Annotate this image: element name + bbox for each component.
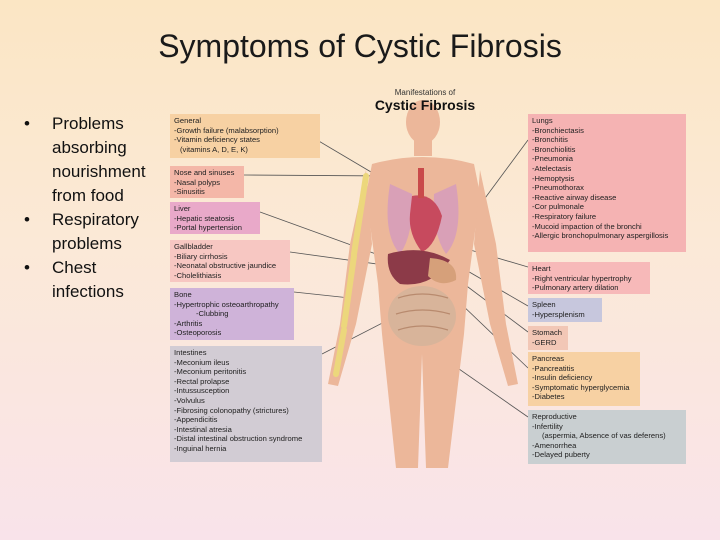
box-item: -Insulin deficiency — [532, 373, 593, 383]
box-item: -Infertility — [532, 421, 563, 431]
box-item: -Meconium ileus — [174, 357, 230, 367]
box-item: -Fibrosing colonopathy (strictures) — [174, 405, 289, 415]
pancreas-box: Pancreas -Pancreatitis -Insulin deficien… — [528, 352, 640, 406]
box-item: -Hypertrophic osteoarthropathy — [174, 299, 279, 309]
box-item: -Symptomatic hyperglycemia — [532, 382, 630, 392]
box-heading: Gallbladder — [174, 242, 213, 251]
cf-manifestations-figure: Manifestations of Cystic Fibrosis Genera… — [160, 84, 690, 468]
slide-title: Symptoms of Cystic Fibrosis — [158, 28, 562, 64]
box-item: -Cholelithiasis — [174, 270, 222, 280]
box-heading: Nose and sinuses — [174, 168, 235, 177]
box-item: -Pneumonia — [532, 154, 573, 164]
box-heading: Reproductive — [532, 412, 577, 421]
box-item: -Appendicitis — [174, 415, 218, 425]
box-item: -Amenorrhea — [532, 440, 577, 450]
nose-sinuses-box: Nose and sinuses -Nasal polyps -Sinusiti… — [170, 166, 244, 198]
box-item: -Vitamin deficiency states — [174, 135, 260, 145]
box-item: -Pneumothorax — [532, 183, 584, 193]
liver-box: Liver -Hepatic steatosis -Portal hyperte… — [170, 202, 260, 234]
box-item: -Diabetes — [532, 392, 565, 402]
stomach-box: Stomach -GERD — [528, 326, 568, 350]
box-item: -Hepatic steatosis — [174, 213, 235, 223]
box-item: -Portal hypertension — [174, 223, 242, 233]
general-box: General -Growth failure (malabsorption) … — [170, 114, 320, 158]
box-item: -Hypersplenism — [532, 309, 585, 319]
box-heading: Stomach — [532, 328, 562, 337]
bone-box: Bone -Hypertrophic osteoarthropathy -Clu… — [170, 288, 294, 340]
bullet-item: Chest infections — [22, 256, 162, 304]
box-item: -Volvulus — [174, 395, 205, 405]
figure-title: Cystic Fibrosis — [374, 97, 476, 113]
box-item: -Arthritis — [174, 318, 203, 328]
intestines-box: Intestines -Meconium ileus -Meconium per… — [170, 346, 322, 462]
box-item: -Biliary cirrhosis — [174, 251, 228, 261]
box-heading: Bone — [174, 290, 192, 299]
box-item: -Sinusitis — [174, 187, 205, 197]
box-item: -Right ventricular hypertrophy — [532, 273, 632, 283]
box-item: -Delayed puberty — [532, 450, 590, 460]
human-body-illustration — [243, 100, 529, 468]
box-item: -Bronchiolitis — [532, 144, 576, 154]
gallbladder-box: Gallbladder -Biliary cirrhosis -Neonatal… — [170, 240, 290, 282]
bullet-item: Respiratory problems — [22, 208, 162, 256]
box-item: -Pulmonary artery dilation — [532, 283, 619, 293]
box-item: -Pancreatitis — [532, 363, 575, 373]
figure-supertitle: Manifestations of — [394, 88, 456, 97]
box-item: -Atelectasis — [532, 163, 572, 173]
box-heading: Spleen — [532, 300, 556, 309]
box-item: -Neonatal obstructive jaundice — [174, 261, 277, 271]
box-item: -Nasal polyps — [174, 177, 221, 187]
box-item: -Hemoptysis — [532, 173, 575, 183]
box-item: -Distal intestinal obstruction syndrome — [174, 434, 303, 444]
box-heading: Lungs — [532, 116, 553, 125]
box-item: -Bronchiectasis — [532, 125, 584, 135]
box-item: -Reactive airway disease — [532, 192, 617, 202]
reproductive-box: Reproductive -Infertility (aspermia, Abs… — [528, 410, 686, 464]
box-item: -Meconium peritonitis — [174, 367, 247, 377]
box-item: -Inguinal hernia — [174, 443, 227, 453]
box-item: -Respiratory failure — [532, 211, 597, 221]
box-item: -Cor pulmonale — [532, 202, 584, 212]
box-heading: Liver — [174, 204, 191, 213]
box-item: -Bronchitis — [532, 135, 568, 145]
box-heading: Pancreas — [532, 354, 565, 363]
heart-box: Heart -Right ventricular hypertrophy -Pu… — [528, 262, 650, 294]
box-item: -GERD — [532, 337, 557, 347]
box-item: -Rectal prolapse — [174, 376, 230, 386]
box-item: -Intestinal atresia — [174, 424, 232, 434]
bullet-item: Problems absorbing nourishment from food — [22, 112, 162, 208]
box-heading: General — [174, 116, 202, 125]
box-item: -Osteoporosis — [174, 328, 222, 338]
box-heading: Intestines — [174, 348, 207, 357]
box-item: (aspermia, Absence of vas deferens) — [542, 431, 666, 441]
lungs-box: Lungs -Bronchiectasis -Bronchitis -Bronc… — [528, 114, 686, 252]
box-item: -Growth failure (malabsorption) — [174, 125, 279, 135]
spleen-box: Spleen -Hypersplenism — [528, 298, 602, 322]
box-item: -Allergic bronchopulmonary aspergillosis — [532, 231, 669, 241]
box-item: (vitamins A, D, E, K) — [180, 144, 248, 154]
box-item: -Intussusception — [174, 386, 230, 396]
bullet-list: Problems absorbing nourishment from food… — [22, 112, 162, 304]
box-heading: Heart — [532, 264, 551, 273]
box-item: -Clubbing — [196, 309, 229, 319]
box-item: -Mucoid impaction of the bronchi — [532, 221, 642, 231]
